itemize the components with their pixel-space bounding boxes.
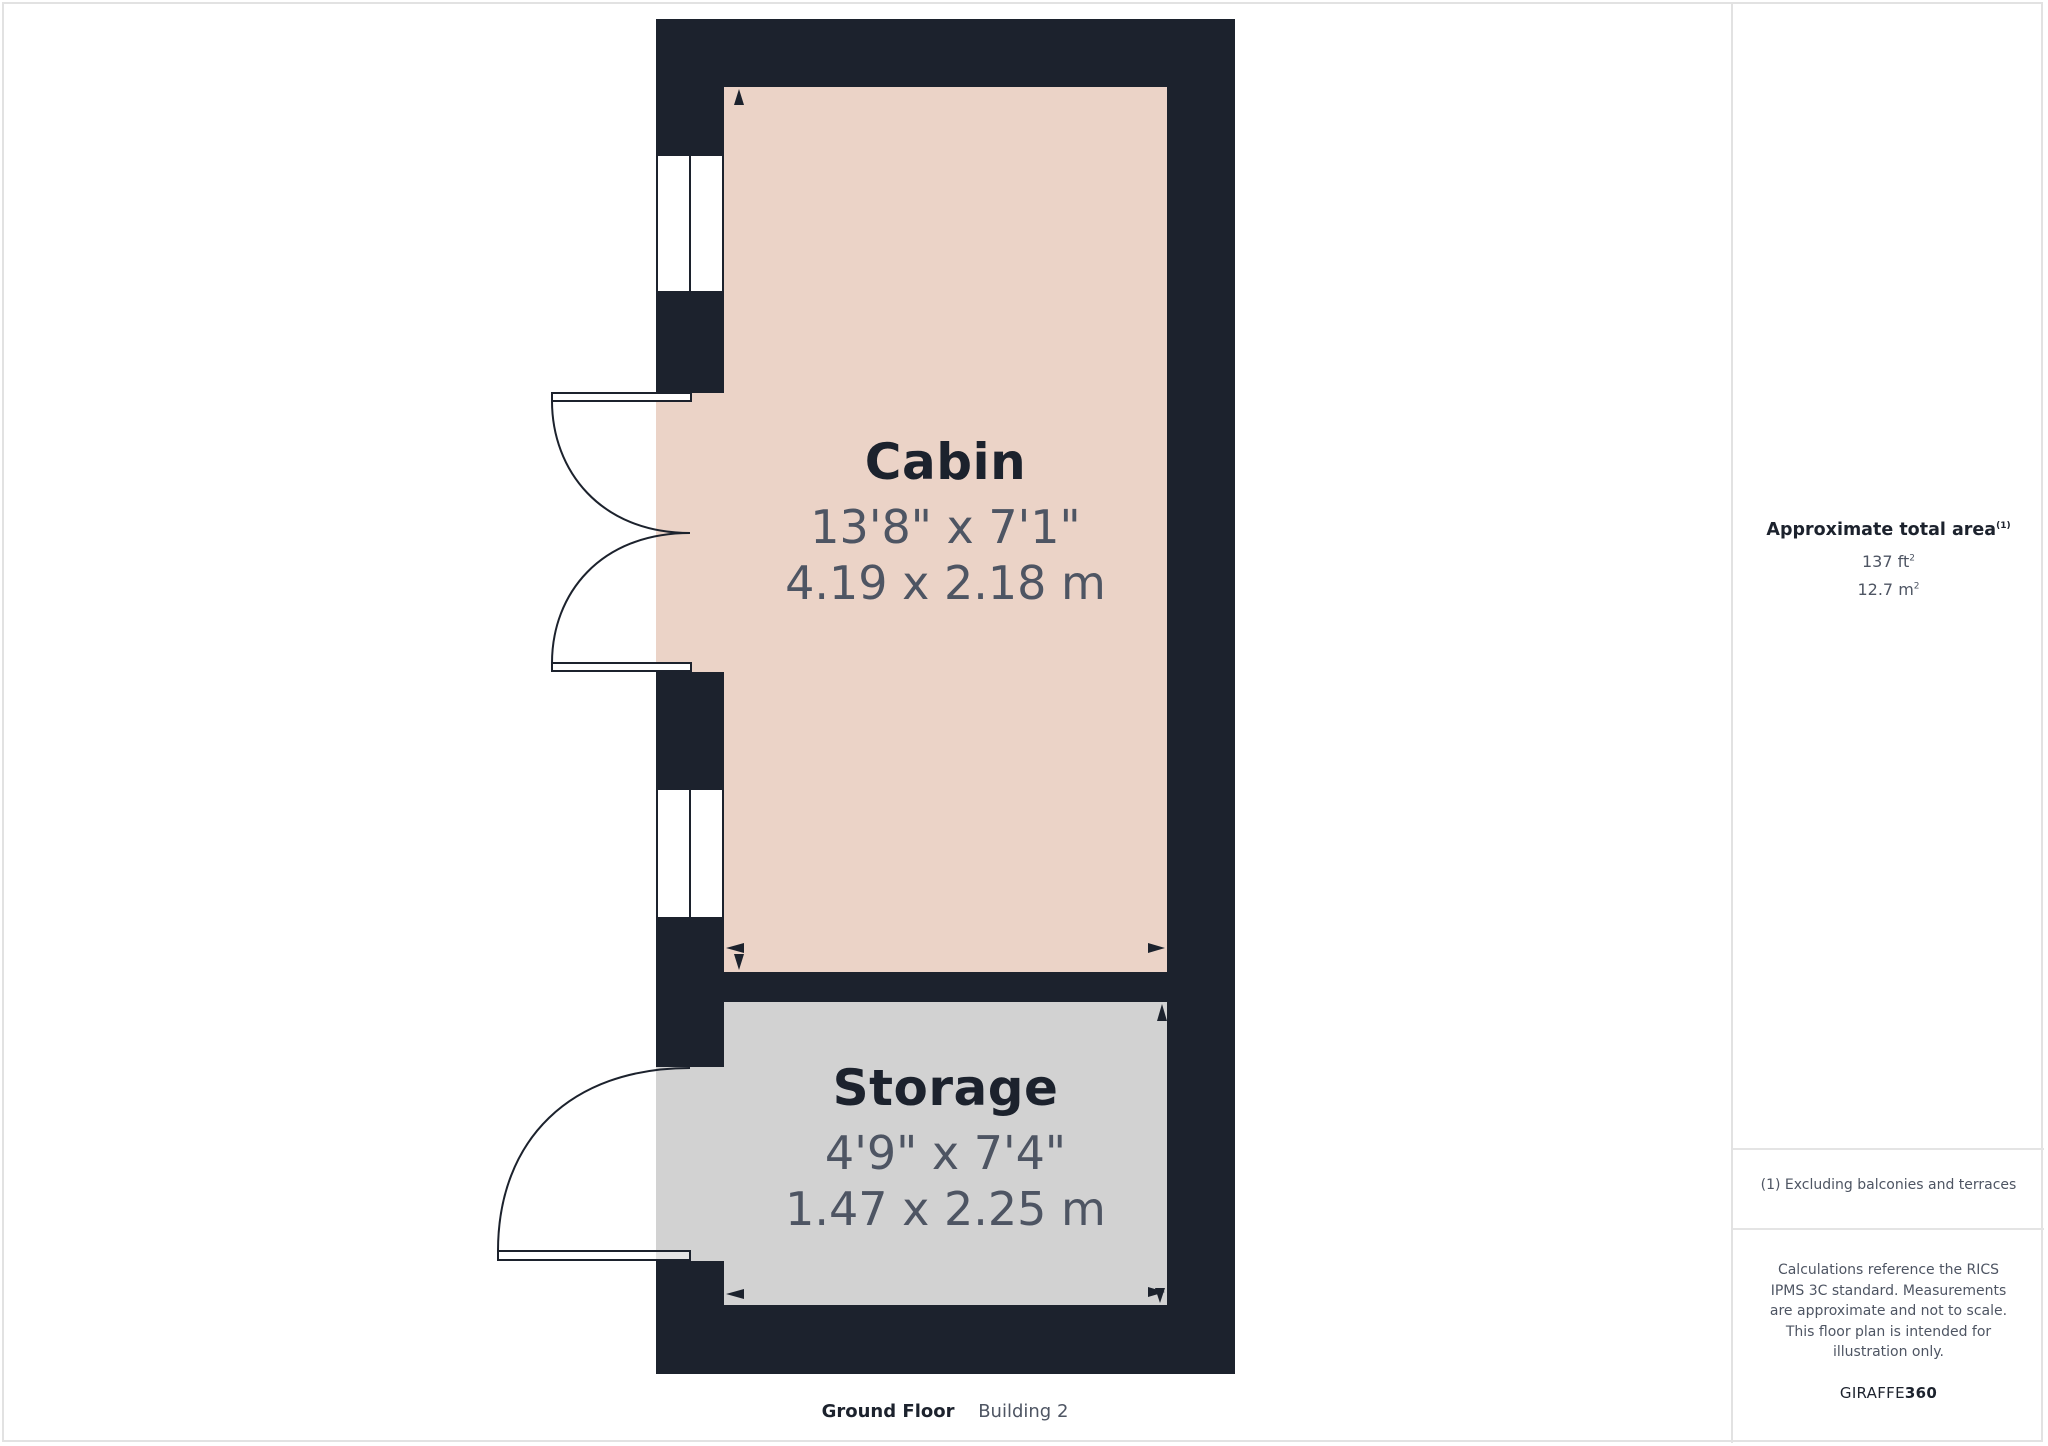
floor-plan-drawing: [497, 19, 1235, 1374]
storage-door: [497, 1067, 691, 1261]
disclaimer: Calculations reference the RICS IPMS 3C …: [1769, 1262, 2008, 1360]
arrow-up-icon: [1157, 1004, 1167, 1021]
cabin-floor: [724, 87, 1167, 972]
footnote-marker: (1): [1996, 521, 2011, 532]
room-dimensions-imperial: 4'9" x 7'4": [824, 1126, 1067, 1180]
arrow-down-icon: [734, 954, 744, 970]
panel-divider: [1733, 1148, 2044, 1150]
area-metric-value: 12.7 m: [1857, 580, 1914, 599]
storage-label: Storage 4'9" x 7'4" 1.47 x 2.25 m: [724, 1063, 1167, 1237]
area-imperial: 137 ft2: [1733, 552, 2044, 571]
area-imperial-sup: 2: [1909, 553, 1915, 564]
cabin-double-door: [551, 392, 692, 672]
room-dimensions-imperial: 13'8" x 7'1": [810, 500, 1081, 554]
room-dimensions-metric: 1.47 x 2.25 m: [785, 1182, 1106, 1237]
dimension-arrows: [726, 89, 1167, 1303]
footnote: (1) Excluding balconies and terraces: [1760, 1177, 2017, 1193]
floor-name: Ground Floor: [821, 1401, 955, 1422]
storage-floor: [724, 1002, 1167, 1305]
room-name: Storage: [832, 1059, 1059, 1117]
room-name: Cabin: [864, 433, 1027, 491]
area-title: Approximate total area(1): [1733, 520, 2044, 540]
arrow-up-icon: [734, 89, 744, 105]
summary-panel: Approximate total area(1) 137 ft2 12.7 m…: [1731, 2, 2044, 1443]
building-name: Building 2: [978, 1401, 1069, 1422]
arrow-down-icon: [1155, 1288, 1165, 1303]
brand-suffix: 360: [1904, 1384, 1938, 1402]
panel-divider: [1733, 1228, 2044, 1230]
window-2: [656, 788, 724, 919]
room-dimensions-metric: 4.19 x 2.18 m: [785, 556, 1106, 611]
brand-prefix: GIRAFFE: [1839, 1384, 1905, 1402]
brand-logo: GIRAFFE360: [1733, 1384, 2044, 1402]
arrow-left-icon: [726, 1289, 744, 1299]
arrow-right-icon: [1148, 943, 1165, 953]
floor-caption: Ground Floor Building 2: [0, 1403, 1890, 1421]
area-imperial-value: 137 ft: [1862, 552, 1910, 571]
area-title-text: Approximate total area: [1766, 520, 1997, 540]
total-area-block: Approximate total area(1) 137 ft2 12.7 m…: [1733, 520, 2044, 599]
window-1: [656, 154, 724, 293]
cabin-label: Cabin 13'8" x 7'1" 4.19 x 2.18 m: [724, 437, 1167, 611]
arrow-left-icon: [726, 943, 744, 953]
area-metric: 12.7 m2: [1733, 580, 2044, 599]
storage-door-opening: [656, 1067, 724, 1261]
area-metric-sup: 2: [1913, 581, 1920, 592]
